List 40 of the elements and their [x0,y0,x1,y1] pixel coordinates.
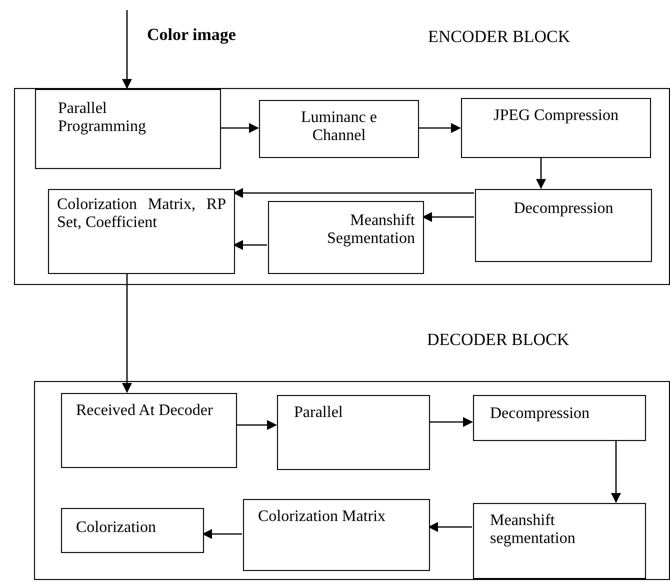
block-heading: DECODER BLOCK [427,330,570,350]
process-box [475,189,652,262]
process-box [277,395,430,470]
process-box [268,201,424,274]
process-box [35,89,221,169]
process-box [243,499,430,571]
box-label: Colorization Matrix [258,508,387,526]
edge-label: Color image [147,25,236,45]
box-label: Received At Decoder [76,402,214,420]
arrow [122,273,132,393]
process-box [61,508,204,553]
arrow [422,212,474,222]
box-label: Luminanc e Channel [300,109,378,146]
arrow [233,188,474,198]
box-label: Colorization [76,519,157,538]
box-label: Colorization Matrix, RP Set, Coefficient [57,196,226,233]
box-label: Decompression [512,200,614,218]
box-label: JPEG Compression [492,107,620,126]
box-label: Parallel [294,404,344,422]
arrow [236,420,277,430]
arrow [611,440,621,503]
process-box [61,393,237,468]
arrow [536,157,546,189]
box-label: Meanshift segmentation [490,512,576,549]
arrow [233,240,267,250]
arrow [202,529,242,539]
process-box [473,503,646,579]
arrow [428,522,472,532]
arrow [220,123,259,133]
process-box [48,189,235,274]
block-heading: ENCODER BLOCK [428,27,570,47]
process-box [473,395,646,441]
process-box [259,100,419,158]
arrow [418,123,461,133]
box-label: Parallel Programming [58,100,147,137]
box-label: Decompression [490,405,591,424]
arrow [429,417,473,427]
process-box [461,98,651,158]
arrow [122,10,132,89]
box-label: Meanshift Segmentation [326,212,415,249]
